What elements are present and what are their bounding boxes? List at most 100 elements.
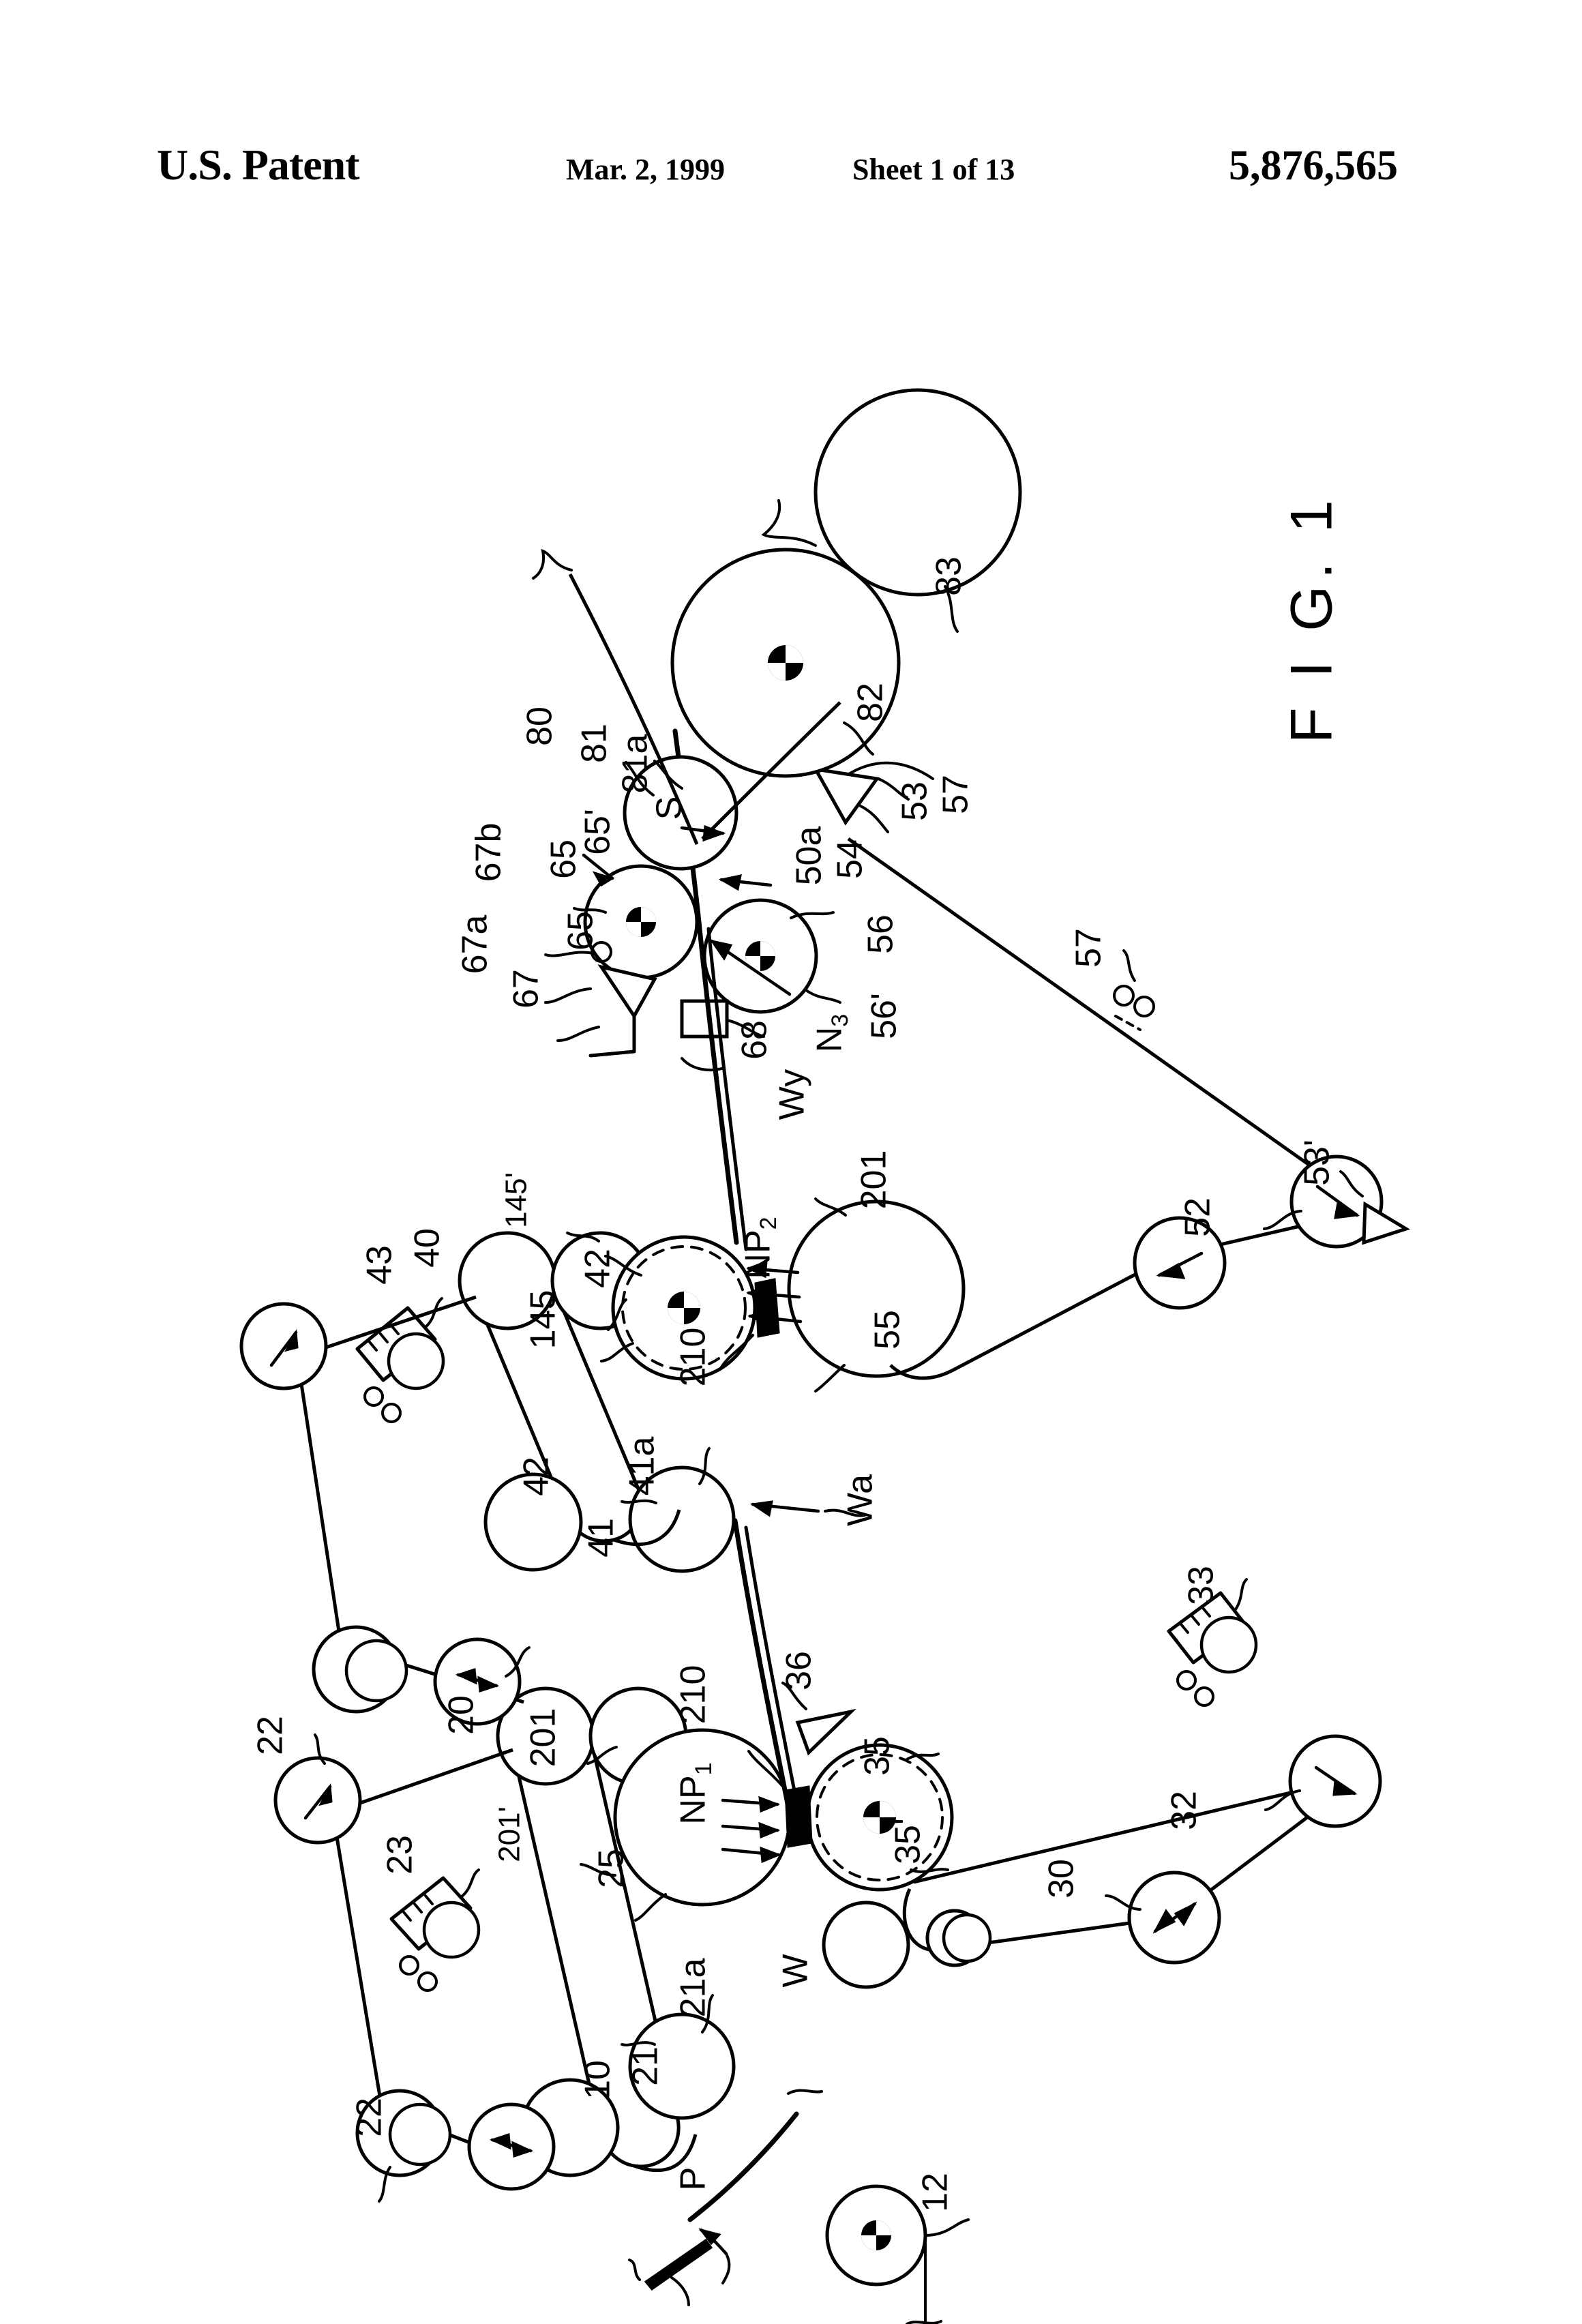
leader-65-prime-arrow (582, 853, 614, 880)
rotation-arrow-43 (269, 1328, 299, 1367)
dryer-cylinder-82-hub (768, 645, 803, 681)
dryer-section-80 (532, 388, 1022, 845)
reference-numeral-n201a: 201 (524, 1708, 563, 1768)
reference-numeral-n35: 35 (858, 1736, 897, 1776)
reference-numeral-n54: 54 (831, 839, 870, 879)
reference-numeral-n67b: 67b (469, 823, 509, 882)
transfer-roll-65-hub (626, 907, 656, 937)
doctor-blade-36 (795, 1708, 856, 1756)
breast-roll-12-hub (861, 2220, 891, 2250)
reference-numeral-n145p: 145' (500, 1172, 533, 1228)
reference-numeral-n56p: 56' (865, 993, 904, 1039)
press-roll-145-hub (668, 1292, 700, 1324)
rotation-arrow-52-lower (1156, 1251, 1204, 1279)
leader-35 (906, 1753, 940, 1761)
patent-office-label: U.S. Patent (157, 140, 360, 189)
reference-numeral-n41: 41 (582, 1518, 621, 1558)
leader-54 (859, 805, 889, 833)
reference-numeral-n22a: 22 (251, 1716, 290, 1755)
figure-1-papermaking-press-section: F I G. 1 (239, 388, 1411, 2324)
press-roll-145-prime-inner (621, 1245, 747, 1371)
patent-number: 5,876,565 (1229, 143, 1398, 189)
reference-numeral-n36: 36 (779, 1651, 819, 1690)
leader-42-lower (505, 1646, 531, 1678)
leader-Wy (681, 1057, 726, 1072)
suction-arrow-S-head (702, 824, 726, 842)
leader-65-lower (573, 907, 607, 914)
reference-numeral-nWa: Wa (841, 1474, 880, 1526)
dryer-felt-81-run (568, 573, 699, 845)
leader-53-upper (877, 777, 910, 801)
leader-50a-arrowhead (718, 874, 742, 891)
reference-numeral-n68: 68 (735, 1020, 775, 1060)
leader-56 (790, 911, 835, 919)
first-press-felt-loop-20 (273, 1682, 954, 2203)
press-roll-55 (787, 1200, 966, 1378)
reference-numeral-n42b: 42 (517, 1457, 556, 1496)
felt-20-run-around-21 (633, 2134, 698, 2173)
felt-30-run-upper (913, 1785, 1317, 1884)
reference-numeral-n67: 67 (507, 969, 546, 1009)
leader-81 (625, 761, 655, 796)
leader-210 (747, 1750, 786, 1789)
leader-201 (586, 1746, 618, 1765)
belt-53-around-55 (889, 1364, 953, 1380)
felt-roll-40-bottom (483, 1472, 583, 1572)
belt-conditioner-57-lower (1113, 949, 1155, 1031)
web-W-run (687, 2111, 799, 2222)
reference-numeral-n30: 30 (1042, 1859, 1081, 1898)
reference-numeral-nP: P (674, 2167, 713, 2191)
felt-conditioner-33 (1167, 1578, 1258, 1707)
belt-53-run-upper (847, 837, 1339, 1187)
reference-numeral-n21a: 21a (674, 1958, 713, 2018)
felt-guide-roll-43-top (239, 1302, 328, 1390)
reference-numeral-n201b: 201' (493, 1806, 526, 1862)
leader-35-prime (910, 1868, 949, 1873)
press-roll-35-hub (863, 1801, 896, 1834)
leader-67b (544, 951, 595, 957)
leader-41a (698, 1447, 711, 1485)
nip-arrows-NP1 (721, 1796, 782, 1864)
reference-numeral-n21: 21 (626, 2046, 666, 2086)
belt-exit-arrow-53-prime (1362, 1201, 1411, 1245)
leader-10-tail (628, 2259, 641, 2281)
reference-numeral-n22b: 22 (350, 2098, 389, 2137)
reference-numeral-n210b: 210 (674, 1328, 713, 1387)
reference-numeral-n40: 40 (408, 1228, 447, 1268)
reference-numeral-n65p: 65' (578, 809, 618, 855)
leader-32 (1264, 1789, 1301, 1811)
reference-numeral-nW: W (776, 1954, 816, 1987)
leader-22-lower (378, 2166, 391, 2203)
reference-numeral-n55: 55 (868, 1310, 908, 1350)
patent-header-row: U.S. Patent Mar. 2, 1999 Sheet 1 of 13 5… (157, 140, 1439, 194)
reference-numeral-n56: 56 (861, 914, 901, 954)
dryer-felt-81a-run (701, 701, 841, 840)
leader-30 (1105, 1894, 1141, 1911)
leader-83-top (761, 499, 817, 547)
felt-20-run-left (331, 1812, 384, 2109)
leader-21 (621, 2041, 656, 2046)
reference-numeral-n83: 83 (929, 556, 969, 596)
leader-Wa-arrowhead (749, 1500, 773, 1517)
figure-drawing-sheet: F I G. 1 (0, 225, 1582, 2324)
reference-numeral-n210a: 210 (674, 1665, 713, 1725)
leader-145 (600, 1342, 634, 1362)
belt-53-run-return (951, 1254, 1171, 1373)
reference-numeral-n50a: 50a (790, 826, 829, 886)
web-run-NP1-to-41 (732, 1518, 794, 1823)
rotation-arrow-20-drive (489, 2132, 534, 2158)
leader-12-bracket (906, 2234, 942, 2324)
felt-conditioner-23 (389, 1868, 481, 1992)
reference-numeral-n52: 52 (1178, 1197, 1218, 1237)
reference-numeral-n41a: 41a (623, 1437, 662, 1496)
reference-numeral-n12: 12 (916, 2173, 955, 2212)
suction-box-S (623, 755, 738, 871)
patent-header: U.S. Patent Mar. 2, 1999 Sheet 1 of 13 5… (0, 0, 1582, 225)
web-run-Wy (544, 728, 773, 1251)
rotation-arrow-52-right (1315, 1185, 1360, 1219)
felt-20-run-upper (332, 1748, 513, 1815)
forming-section (628, 2089, 970, 2324)
leader-82 (843, 721, 874, 756)
leader-P (721, 2254, 731, 2284)
